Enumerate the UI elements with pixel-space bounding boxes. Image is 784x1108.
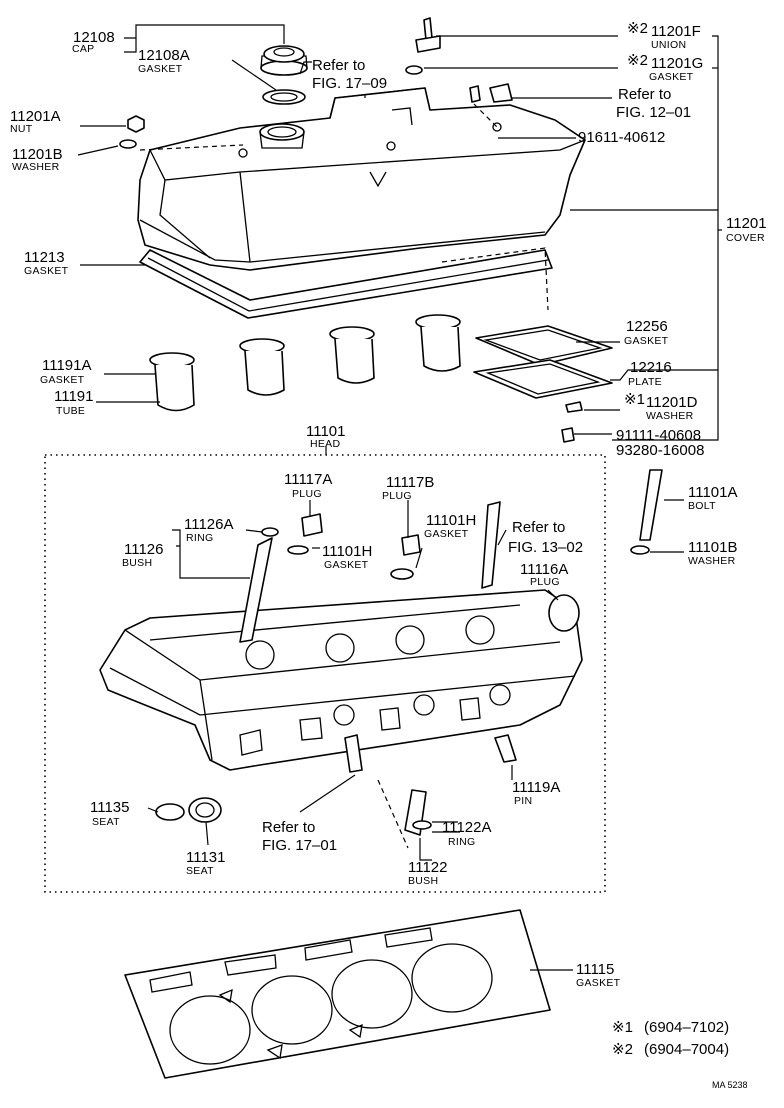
label-11115-name: GASKET [576,977,621,989]
label-11201f-number: 11201F [651,23,701,40]
head-cover-drawing [137,87,586,271]
label-11135-name: SEAT [92,816,120,828]
head-gasket-drawing [124,909,551,1079]
ref-fig-13-02-line2[interactable]: FIG. 13–02 [508,539,583,556]
label-11117a-name: PLUG [292,488,322,500]
label-11101-name: HEAD [310,438,340,450]
leader-lines [77,24,722,971]
note-2-range: (6904–7004) [644,1041,729,1058]
head-group-border [44,454,606,893]
label-11101a-name: BOLT [688,500,716,512]
label-12256-number: 12256 [626,318,668,335]
label-11201d-mark: ※1 [624,391,645,408]
ref-fig-12-01-line2[interactable]: FIG. 12–01 [616,104,691,121]
label-11201b-name: WASHER [12,161,60,173]
ref-fig-13-02-line1[interactable]: Refer to [512,519,565,536]
baffle-plate-drawing [473,325,613,443]
cover-gasket-drawing [139,247,553,319]
label-11119a-number: 11119A [512,779,560,796]
label-91611-number: 91611-40612 [578,129,665,146]
label-11122-number: 11122 [408,859,448,876]
plug-tubes-drawing [149,314,461,412]
label-11101b-number: 11101B [688,539,738,556]
label-11201g-number: 11201G [651,55,703,72]
label-11119a-name: PIN [514,795,532,807]
label-11101h-b-name: GASKET [424,528,469,540]
note-2-mark: ※2 [612,1041,633,1058]
label-11131-number: 11131 [186,849,226,866]
label-11213-name: GASKET [24,265,69,277]
label-11122-name: BUSH [408,875,438,887]
label-11135-number: 11135 [90,799,130,816]
label-11117a-number: 11117A [284,471,332,488]
label-11201g-name: GASKET [649,71,694,83]
oil-filler-cap-drawing [260,45,308,105]
label-11122a-number: 11122A [442,819,492,836]
figure-code: MA 5238 [712,1080,748,1090]
label-11101b-name: WASHER [688,555,736,567]
label-11191a-name: GASKET [40,374,85,386]
label-12108-name: CAP [72,43,95,55]
label-11117b-name: PLUG [382,490,412,502]
label-12108a-number: 12108A [138,47,190,64]
label-11126a-number: 11126A [184,516,234,533]
label-11116a-number: 11116A [520,561,568,578]
label-11131-name: SEAT [186,865,214,877]
note-1-mark: ※1 [612,1019,633,1036]
label-11213-number: 11213 [24,249,65,266]
label-11191-name: TUBE [56,405,85,417]
label-11101-number: 11101 [306,423,346,440]
label-12216-name: PLATE [628,376,662,388]
label-91111-number: 91111-40608 [616,427,701,444]
label-11191a-number: 11191A [42,357,92,374]
label-11201-number: 11201 [726,215,767,232]
ref-fig-12-01-line1[interactable]: Refer to [618,86,671,103]
label-11201d-number: 11201D [646,394,698,411]
nut-washer-drawing [119,115,244,151]
label-11201d-name: WASHER [646,410,694,422]
label-12108-number: 12108 [73,29,115,46]
label-11126-name: BUSH [122,557,152,569]
ref-fig-17-01-line2[interactable]: FIG. 17–01 [262,837,337,854]
label-11101h-b-number: 11101H [426,512,476,529]
label-11191-number: 11191 [54,388,94,405]
note-1-range: (6904–7102) [644,1019,729,1036]
label-11101h-a-number: 11101H [322,543,372,560]
label-12108a-name: GASKET [138,63,183,75]
label-11101h-a-name: GASKET [324,559,369,571]
label-11201b-number: 11201B [12,146,63,163]
label-11201f-mark: ※2 [627,20,648,37]
label-11201a-number: 11201A [10,108,61,125]
label-11126a-name: RING [186,532,213,544]
label-11201g-mark: ※2 [627,52,648,69]
label-12256-name: GASKET [624,335,669,347]
label-11115-number: 11115 [576,961,614,978]
label-93280-number: 93280-16008 [616,442,704,459]
cylinder-head-drawing [99,589,583,771]
label-11201a-name: NUT [10,123,33,135]
label-11101a-number: 11101A [688,484,738,501]
ref-fig-17-09-line1[interactable]: Refer to [312,57,365,74]
label-11117b-number: 11117B [386,474,434,491]
label-11201-name: COVER [726,232,765,244]
label-11116a-name: PLUG [530,576,560,588]
head-small-parts-drawing [155,469,663,849]
label-12216-number: 12216 [630,359,672,376]
ref-fig-17-09-line2[interactable]: FIG. 17–09 [312,75,387,92]
ref-fig-17-01-line1[interactable]: Refer to [262,819,315,836]
label-11122a-name: RING [448,836,475,848]
label-11201f-name: UNION [651,39,686,51]
label-11126-number: 11126 [124,541,164,558]
union-drawing [405,17,513,128]
